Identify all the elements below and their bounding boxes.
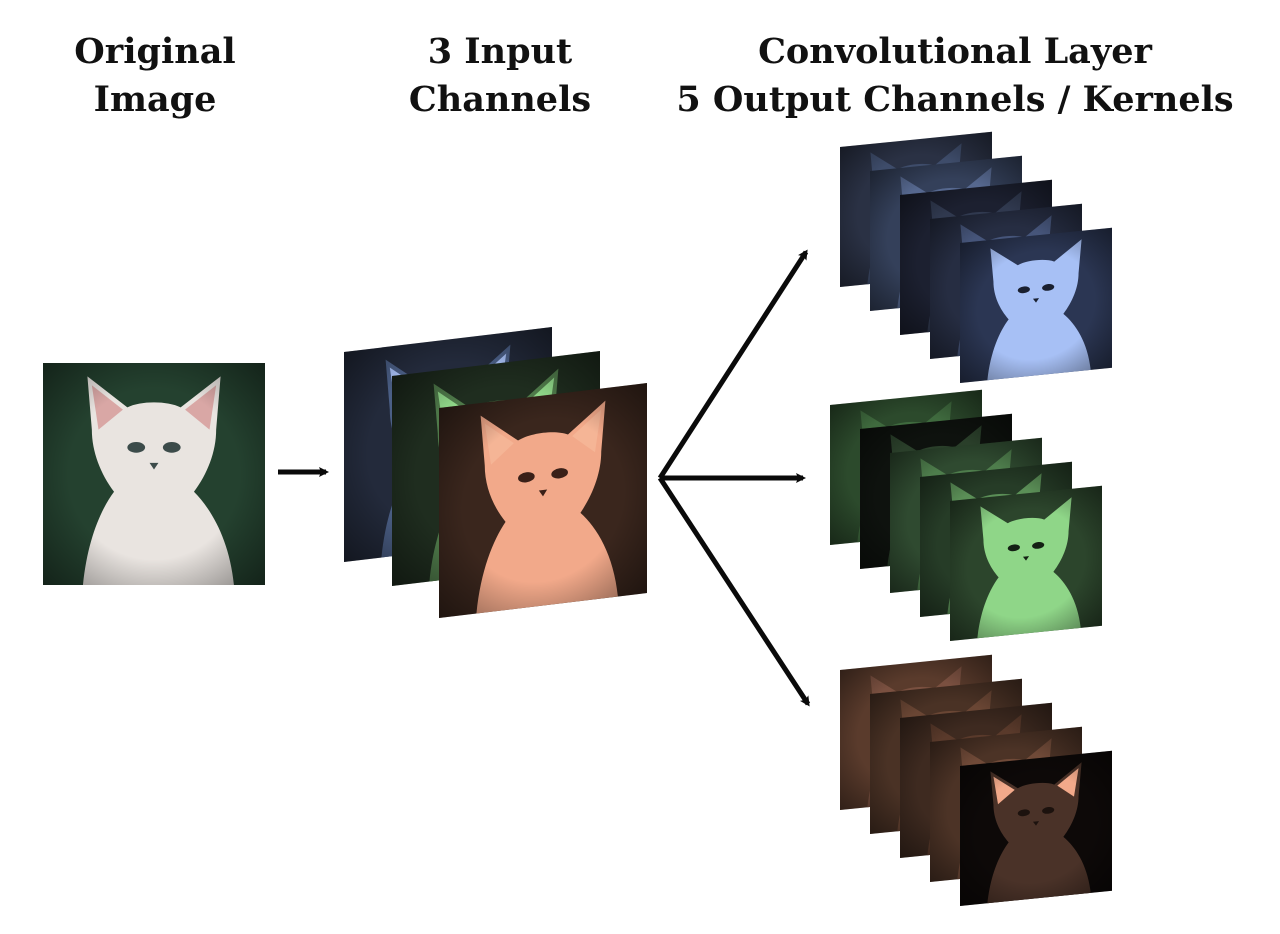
heading-line: Image — [93, 79, 217, 120]
heading-line: 5 Output Channels / Kernels — [676, 79, 1234, 120]
output-channels-group — [830, 131, 1112, 906]
output-feature-map — [960, 227, 1112, 383]
heading-line: Original — [74, 31, 236, 72]
arrow-to-red-kernels-icon — [657, 476, 811, 707]
heading-original-image: Original Image — [30, 28, 280, 124]
output-group-blue — [840, 131, 1112, 383]
heading-line: Convolutional Layer — [758, 31, 1152, 72]
output-group-green — [830, 389, 1102, 641]
output-feature-map — [960, 750, 1112, 906]
output-group-red — [840, 654, 1112, 906]
heading-conv-layer: Convolutional Layer 5 Output Channels / … — [640, 28, 1270, 124]
arrows-group — [278, 249, 811, 707]
arrow-to-blue-kernels-icon — [657, 249, 809, 480]
heading-input-channels: 3 Input Channels — [370, 28, 630, 124]
heading-line: 3 Input — [427, 31, 573, 72]
input-channel-red — [439, 383, 647, 618]
original-cat-photo — [43, 363, 265, 585]
output-feature-map — [950, 485, 1102, 641]
input-channels-group — [344, 327, 647, 618]
original-image-group — [43, 363, 265, 585]
heading-line: Channels — [408, 79, 592, 120]
